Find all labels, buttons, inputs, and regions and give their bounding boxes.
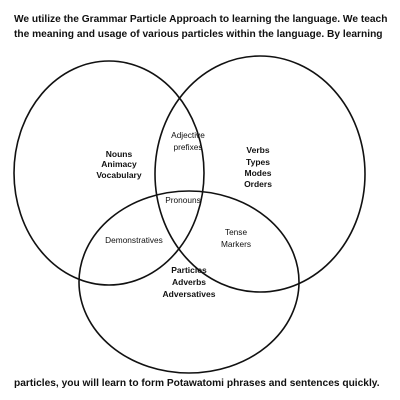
bottom-circle-label-2: Adverbs (172, 277, 206, 287)
left-right-overlap-label-2: prefixes (173, 142, 202, 152)
center-overlap-label: Pronouns (165, 195, 201, 205)
left-circle (13, 60, 205, 286)
right-circle-label-2: Types (246, 157, 270, 167)
bottom-circle-label-3: Adversatives (163, 289, 216, 299)
right-bottom-overlap-label-2: Markers (221, 239, 251, 249)
bottom-circle-label-1: Particles (171, 265, 207, 275)
right-circle-label-3: Modes (245, 168, 272, 178)
intro-paragraph: We utilize the Grammar Particle Approach… (14, 12, 388, 42)
intro-line-1: We utilize the Grammar Particle Approach… (14, 14, 388, 25)
left-circle-label-2: Animacy (101, 159, 137, 169)
bottom-circle (78, 190, 300, 374)
right-bottom-overlap-label-1: Tense (225, 227, 248, 237)
right-circle-label-1: Verbs (246, 145, 269, 155)
intro-line-2: the meaning and usage of various particl… (14, 29, 383, 40)
left-circle-label-3: Vocabulary (96, 170, 141, 180)
left-circle-label-1: Nouns (106, 149, 133, 159)
right-circle-label-4: Orders (244, 179, 272, 189)
outro-paragraph: particles, you will learn to form Potawa… (14, 378, 380, 389)
left-right-overlap-label-1: Adjective (171, 130, 205, 140)
left-bottom-overlap-label: Demonstratives (105, 235, 163, 245)
right-circle (154, 55, 366, 293)
